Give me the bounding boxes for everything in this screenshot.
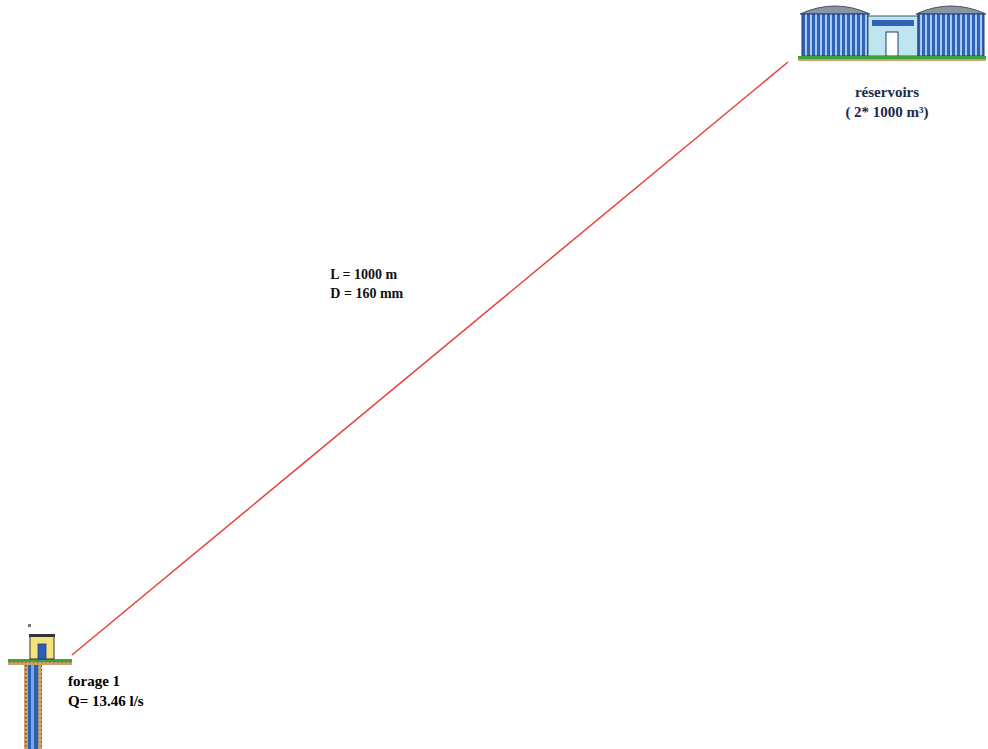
node-detail: Q= 13.46 l/s (68, 691, 190, 711)
pipe-line (72, 62, 788, 655)
ground-soil (8, 662, 72, 665)
borehole-icon (8, 624, 72, 749)
tank-roof (800, 6, 870, 14)
pump-house-roof (29, 634, 55, 637)
pump-house (30, 636, 54, 659)
reservoir-icon (798, 6, 986, 61)
well-casing (24, 663, 42, 749)
tank-body (802, 14, 868, 56)
node-title: forage 1 (68, 671, 190, 691)
borehole-node: forage 1Q= 13.46 l/s (8, 655, 190, 717)
node-title: réservoirs (788, 82, 986, 102)
building-door (886, 32, 898, 56)
well-pipe (28, 663, 38, 749)
antenna (28, 624, 31, 627)
tank-roof (916, 6, 986, 14)
ground-grass (798, 56, 986, 59)
ground-soil (798, 59, 986, 61)
node-detail: ( 2* 1000 m³) (788, 102, 986, 122)
well-highlight (31, 663, 34, 749)
building-band (872, 20, 914, 26)
reservoir-node: réservoirs( 2* 1000 m³) (788, 60, 986, 126)
pump-house-door (38, 644, 46, 659)
tank-body (918, 14, 984, 56)
pipe-dimension: L = 1000 m D = 160 mm (328, 265, 410, 303)
control-building (868, 16, 918, 56)
